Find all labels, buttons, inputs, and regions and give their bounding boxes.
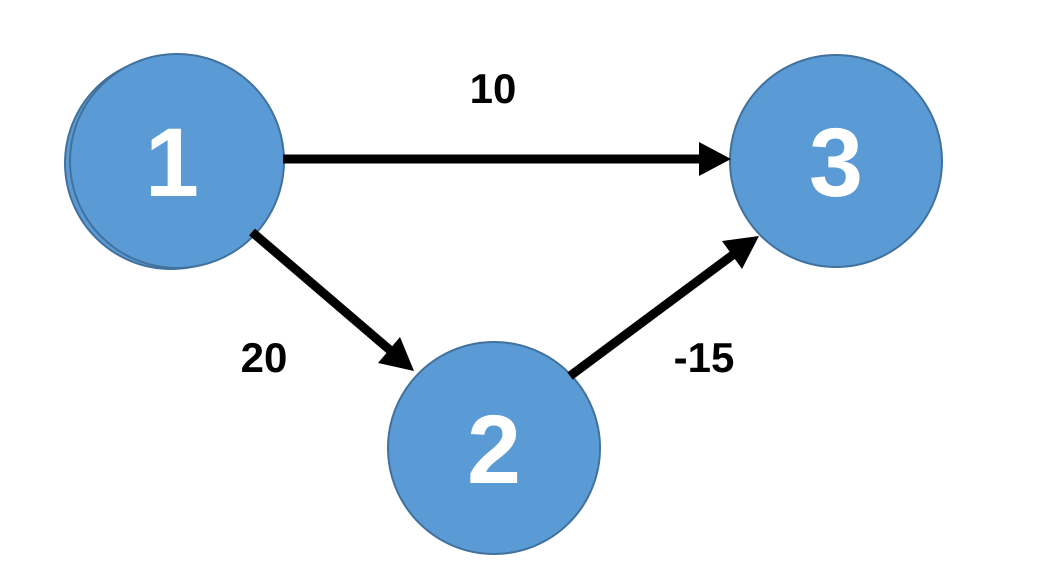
edge-2-3-arrowhead bbox=[722, 236, 759, 269]
edge-2-3-weight-label: -15 bbox=[674, 334, 735, 381]
edge-1-3-weight-label: 10 bbox=[470, 65, 517, 112]
edge-1-3-arrowhead bbox=[699, 142, 731, 176]
node-2-label: 2 bbox=[467, 395, 521, 504]
edge-1-2-arrowhead bbox=[378, 337, 414, 371]
node-3-circle[interactable] bbox=[729, 54, 943, 268]
edge-2-3-line[interactable] bbox=[567, 250, 737, 380]
edge-1-2-line[interactable] bbox=[249, 228, 394, 355]
node-2-circle[interactable] bbox=[387, 341, 601, 555]
edge-1-2-weight-label: 20 bbox=[241, 334, 288, 381]
node-1-label: 1 bbox=[145, 108, 199, 217]
node-3-label: 3 bbox=[809, 108, 863, 217]
